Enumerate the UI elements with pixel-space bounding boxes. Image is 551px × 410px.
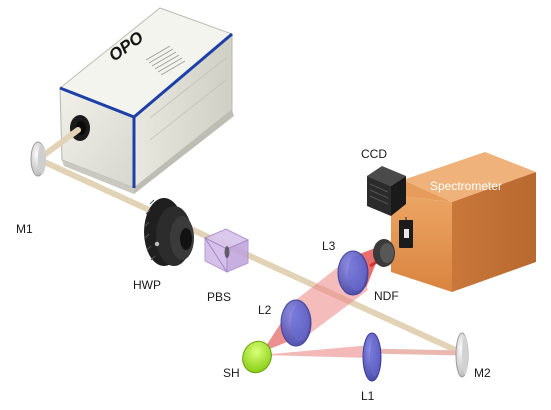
spectrometer [391, 152, 536, 292]
half-wave-plate [144, 198, 194, 266]
vent-grille [145, 45, 186, 76]
lens-l1 [362, 332, 382, 382]
disc-icon [242, 340, 272, 374]
label-m1: M1 [16, 222, 33, 236]
cube-icon [203, 228, 250, 273]
rotation-mount-icon [144, 198, 194, 266]
mirror-m1 [30, 141, 46, 177]
label-hwp: HWP [133, 278, 161, 292]
label-m2: M2 [474, 366, 491, 380]
label-l1: L1 [361, 389, 375, 403]
label-ccd: CCD [361, 147, 387, 161]
neutral-density-filter [373, 239, 395, 267]
label-ndf: NDF [374, 289, 399, 303]
sh-crystal [242, 340, 272, 374]
pump-beam-path [37, 127, 464, 358]
label-spectrometer: Spectrometer [430, 179, 502, 193]
lens-l3 [337, 250, 369, 296]
label-l2: L2 [258, 303, 272, 317]
opo-laser: OPO [59, 7, 234, 194]
label-sh: SH [223, 366, 240, 380]
mirror-m2 [455, 332, 469, 378]
label-pbs: PBS [207, 290, 231, 304]
polarizing-beam-splitter [203, 228, 250, 273]
lens-l2 [280, 299, 312, 347]
ccd-camera-icon [367, 166, 406, 216]
label-l3: L3 [322, 239, 336, 253]
ccd-camera [367, 166, 406, 216]
box-icon [391, 152, 536, 292]
